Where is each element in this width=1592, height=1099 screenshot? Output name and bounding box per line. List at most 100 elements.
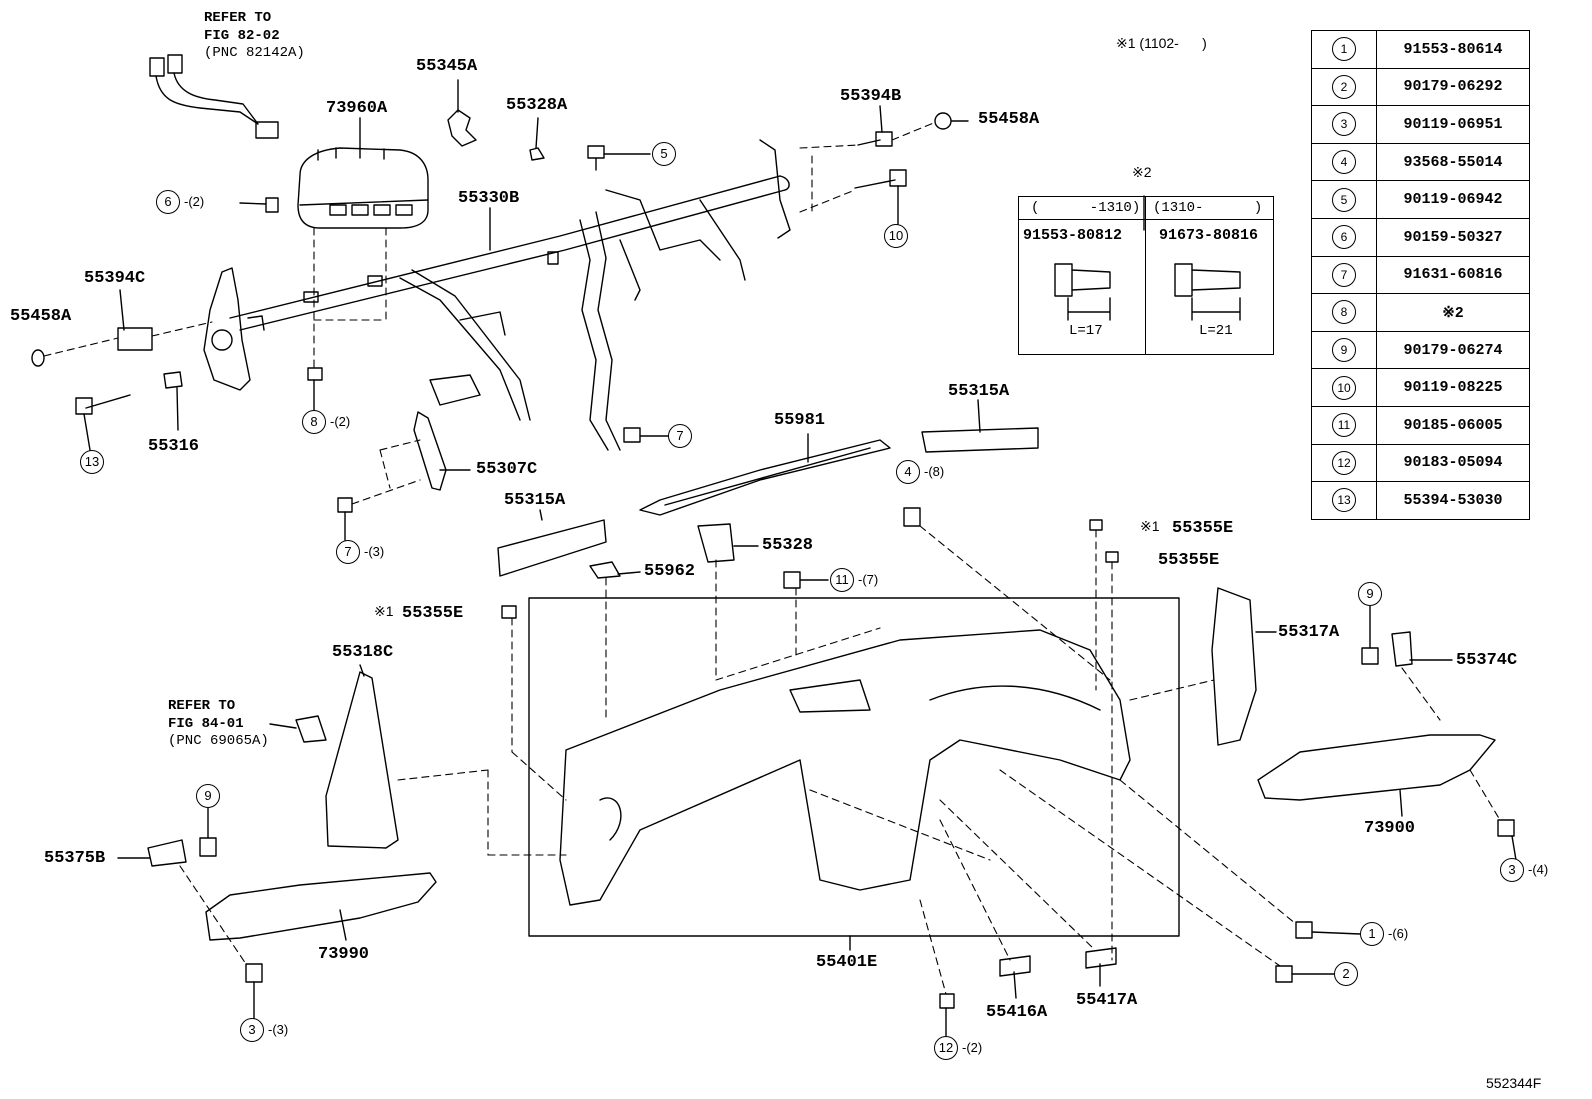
callout-1[interactable]: 1	[1360, 922, 1384, 946]
parts-table-part-number[interactable]: 90185-06005	[1376, 405, 1530, 445]
parts-table-row[interactable]: 10 90119-08225	[1311, 368, 1530, 407]
callout-7a[interactable]: 7	[668, 424, 692, 448]
label-73990[interactable]: 73990	[318, 945, 370, 964]
bolt-7b-icon	[337, 497, 353, 513]
bolt-9a-icon	[1361, 647, 1379, 665]
callout-3b[interactable]: 3	[240, 1018, 264, 1042]
parts-table-index-cell: 2	[1311, 67, 1377, 107]
parts-table-index: 10	[1332, 375, 1356, 400]
variant-col2-part[interactable]: 91673-80816	[1159, 227, 1259, 244]
label-55981[interactable]: 55981	[774, 411, 826, 430]
nut-55458A-top-icon	[934, 112, 952, 130]
callout-4[interactable]: 4	[896, 460, 920, 484]
label-55375B[interactable]: 55375B	[44, 849, 106, 868]
label-55316[interactable]: 55316	[148, 437, 200, 456]
parts-table-row[interactable]: 6 90159-50327	[1311, 217, 1530, 257]
label-55330B[interactable]: 55330B	[458, 189, 520, 208]
duct-55981-icon	[639, 439, 891, 516]
parts-table-part-number[interactable]: 91553-80614	[1376, 30, 1530, 69]
refer-to-fig-84-01[interactable]: REFER TO FIG 84-01 (PNC 69065A)	[168, 698, 269, 751]
callout-9a[interactable]: 9	[1358, 582, 1382, 606]
parts-table-part-number[interactable]: ※2	[1376, 293, 1530, 332]
callout-10[interactable]: 10	[884, 224, 908, 248]
callout-12[interactable]: 12	[934, 1036, 958, 1060]
callout-3a-qty: -(4)	[1528, 862, 1549, 877]
parts-table-index: 6	[1332, 225, 1356, 250]
variant-marker: ※2	[1132, 164, 1152, 180]
label-55307C[interactable]: 55307C	[476, 460, 538, 479]
label-73900[interactable]: 73900	[1364, 819, 1416, 838]
callout-8-qty: -(2)	[330, 414, 351, 429]
bolt-10-icon	[854, 169, 907, 189]
parts-table-part-number[interactable]: 90183-05094	[1376, 443, 1530, 483]
label-55317A[interactable]: 55317A	[1278, 623, 1340, 642]
parts-table-part-number[interactable]: 90179-06274	[1376, 330, 1530, 370]
parts-table-part-number[interactable]: 90119-08225	[1376, 368, 1530, 407]
callout-13[interactable]: 13	[80, 450, 104, 474]
parts-table-index-cell: 8	[1311, 293, 1377, 332]
tape-55355E-c-icon	[501, 605, 517, 619]
parts-table-row[interactable]: 12 90183-05094	[1311, 443, 1530, 483]
airbag-module-icon	[297, 147, 429, 229]
label-55417A[interactable]: 55417A	[1076, 991, 1138, 1010]
panel-outline-box	[528, 597, 1180, 937]
refer-to-fig-82-02[interactable]: REFER TO FIG 82-02 (PNC 82142A)	[204, 10, 305, 63]
callout-6[interactable]: 6	[156, 190, 180, 214]
parts-table-part-number[interactable]: 90159-50327	[1376, 217, 1530, 257]
label-55401E[interactable]: 55401E	[816, 953, 878, 972]
bolt-1-icon	[1295, 921, 1313, 939]
label-55416A[interactable]: 55416A	[986, 1003, 1048, 1022]
parts-table-part-number[interactable]: 55394-53030	[1376, 481, 1530, 520]
parts-table-row[interactable]: 8 ※2	[1311, 293, 1530, 332]
bolt-8-icon	[307, 367, 323, 381]
callout-7b[interactable]: 7	[336, 540, 360, 564]
label-55458A-top[interactable]: 55458A	[978, 110, 1040, 129]
label-55962[interactable]: 55962	[644, 562, 696, 581]
label-55355E-c[interactable]: 55355E	[402, 604, 464, 623]
label-55315A-right[interactable]: 55315A	[948, 382, 1010, 401]
label-55374C[interactable]: 55374C	[1456, 651, 1518, 670]
callout-9b[interactable]: 9	[196, 784, 220, 808]
callout-12-qty: -(2)	[962, 1040, 983, 1055]
clip-55316-icon	[163, 371, 183, 389]
label-55394B[interactable]: 55394B	[840, 87, 902, 106]
label-55318C[interactable]: 55318C	[332, 643, 394, 662]
label-55355E-a[interactable]: 55355E	[1172, 519, 1234, 538]
parts-table-index: 12	[1332, 450, 1356, 475]
label-55328[interactable]: 55328	[762, 536, 814, 555]
parts-table-part-number[interactable]: 93568-55014	[1376, 142, 1530, 182]
callout-5[interactable]: 5	[652, 142, 676, 166]
callout-2[interactable]: 2	[1334, 962, 1358, 986]
callout-11[interactable]: 11	[830, 568, 854, 592]
parts-table-part-number[interactable]: 90119-06942	[1376, 180, 1530, 219]
variant-col1-part[interactable]: 91553-80812	[1023, 227, 1123, 244]
parts-table-index-cell: 11	[1311, 405, 1377, 445]
callout-8[interactable]: 8	[302, 410, 326, 434]
label-55458A-left[interactable]: 55458A	[10, 307, 72, 326]
parts-table-index-cell: 9	[1311, 330, 1377, 370]
parts-table-part-number[interactable]: 91631-60816	[1376, 255, 1530, 295]
label-55328A[interactable]: 55328A	[506, 96, 568, 115]
note-marker-55355E-c: ※1	[374, 603, 394, 619]
ref1-line2: FIG 82-02	[204, 27, 280, 44]
label-73960A[interactable]: 73960A	[326, 99, 388, 118]
parts-table-part-number[interactable]: 90119-06951	[1376, 105, 1530, 144]
parts-table-index: 8	[1332, 300, 1356, 325]
label-55345A[interactable]: 55345A	[416, 57, 478, 76]
label-55355E-b[interactable]: 55355E	[1158, 551, 1220, 570]
variant-divider	[1145, 197, 1146, 354]
label-55315A-left[interactable]: 55315A	[504, 491, 566, 510]
label-55394C[interactable]: 55394C	[84, 269, 146, 288]
parts-table-index-cell: 1	[1311, 30, 1377, 69]
parts-table-part-number[interactable]: 90179-06292	[1376, 67, 1530, 107]
callout-3a[interactable]: 3	[1500, 858, 1524, 882]
